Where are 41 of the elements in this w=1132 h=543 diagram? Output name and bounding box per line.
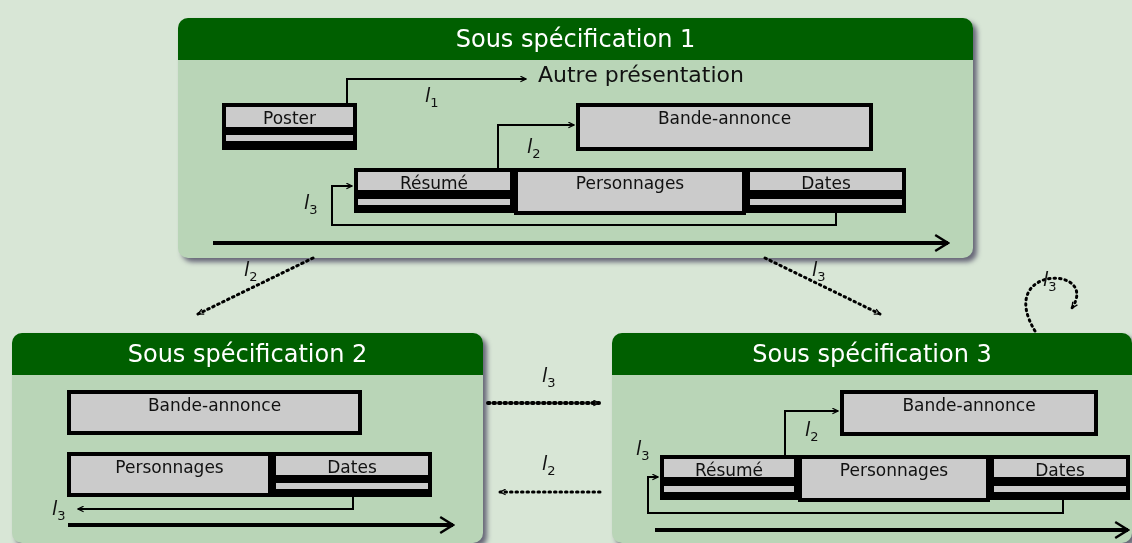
panel-title: Sous spécification 2: [12, 333, 483, 375]
segment-box: Personnages: [798, 455, 990, 502]
segment-box: Bande-annonce: [840, 390, 1098, 436]
panel-title: Sous spécification 1: [178, 18, 973, 60]
arrow: [486, 399, 601, 407]
segment-box: Personnages: [67, 452, 272, 497]
edge-label: l$_{2}$: [542, 452, 556, 478]
edge-label: l$_{3}$: [304, 191, 318, 217]
banded-segment-box: Dates: [272, 452, 432, 497]
arrow: [1024, 276, 1078, 333]
arrow: [784, 407, 839, 456]
panel: [12, 333, 483, 543]
edge-label: l$_{2}$: [527, 135, 541, 161]
segment-box: Bande-annonce: [576, 103, 873, 151]
banded-segment-box: Dates: [746, 168, 906, 213]
arrow: [77, 496, 354, 513]
edge-label: l$_{3}$: [52, 497, 66, 523]
node-label: Autre présentation: [538, 62, 778, 96]
arrow: [498, 488, 602, 496]
edge-label: l$_{3}$: [636, 437, 650, 463]
panel: [178, 18, 973, 258]
edge-label: l$_{3}$: [812, 258, 826, 284]
arrow: [647, 473, 1064, 514]
edge-label: l$_{1}$: [425, 84, 439, 110]
banded-segment-box: Dates: [990, 455, 1130, 500]
arrow: [346, 75, 527, 104]
panel: [612, 333, 1132, 543]
segment-box: Personnages: [514, 168, 746, 215]
panel-title: Sous spécification 3: [612, 333, 1132, 375]
arrow: [763, 256, 882, 316]
edge-label: l$_{2}$: [244, 258, 258, 284]
edge-label: l$_{3}$: [1043, 268, 1057, 294]
edge-label: l$_{3}$: [542, 364, 556, 390]
arrow: [196, 256, 315, 316]
arrow: [331, 182, 837, 226]
edge-label: l$_{2}$: [805, 418, 819, 444]
arrow: [497, 121, 575, 169]
segment-box: Bande-annonce: [67, 390, 362, 435]
banded-segment-box: Résumé: [660, 455, 798, 500]
banded-segment-box: Résumé: [354, 168, 514, 213]
banded-segment-box: Poster: [222, 103, 357, 150]
